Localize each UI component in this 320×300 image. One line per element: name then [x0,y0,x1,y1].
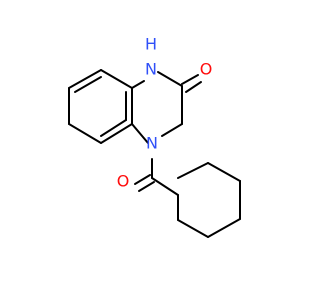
atom-labels: H N O N O [117,35,213,191]
nitrogen-label: N [146,134,158,153]
double-bond [138,181,155,192]
bond [177,162,209,179]
bond [207,218,241,238]
molecule-structure: H N O N O [68,35,241,238]
oxygen-label: O [117,172,130,191]
cyclohexane-ring [177,162,241,238]
double-bond [181,74,199,85]
bond [161,123,183,137]
double-bond [100,119,127,137]
bond [177,219,209,238]
bond [100,69,133,89]
benzene-ring [68,69,133,144]
double-bond [134,174,151,185]
bond [157,71,183,87]
double-bond [185,81,202,93]
bond [151,177,179,196]
double-bond [74,76,102,93]
hydrogen-label: H [145,35,157,54]
bond [100,123,133,144]
amide-carbonyl [134,158,179,196]
heterocycle-ring [131,71,183,144]
bond [131,123,149,144]
lactam-carbonyl [181,74,202,93]
bond [68,123,102,144]
bond [68,69,102,89]
oxygen-label: O [200,60,213,79]
nitrogen-label: N [145,60,157,79]
bond [207,162,241,182]
bond [131,80,145,89]
